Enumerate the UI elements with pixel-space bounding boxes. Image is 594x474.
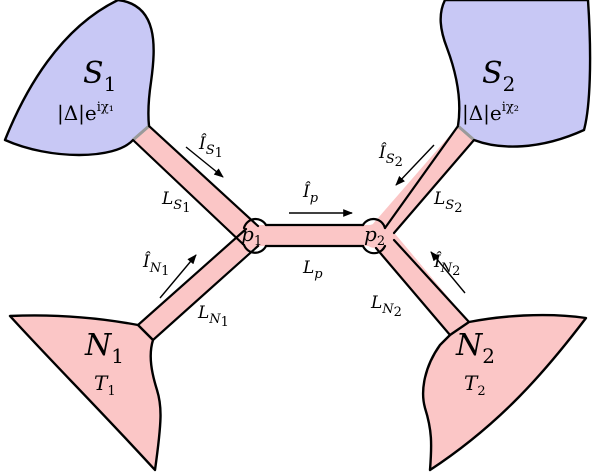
arrow-in2 [430,251,466,294]
reservoir-n2 [421,313,588,472]
label-s1-gap: |Δ|eiχ₁ [57,100,114,126]
label-t2: T2 [464,371,486,399]
label-p1: p1 [241,222,262,249]
label-is2: ÎS2 [378,142,403,170]
arrow-in1 [159,254,197,299]
node-p2-fill [363,224,387,248]
label-s1: S1 [83,56,116,96]
reservoir-s2 [439,0,592,148]
label-s2: S2 [482,56,515,96]
label-ip: Îp [302,181,319,206]
interface-s2 [457,124,475,142]
reservoir-s1 [3,0,155,157]
node-p1-fill [242,224,266,248]
label-in1: ÎN1 [142,251,169,279]
label-lp: Lp [302,258,323,282]
wire-n1-fill [138,228,260,340]
label-ln2: LN2 [370,293,402,320]
label-t1: T1 [94,371,116,399]
interface-s1 [132,124,150,142]
arrow-is1 [185,146,224,178]
label-ls1: LS1 [161,189,190,216]
label-ln1: LN1 [197,303,229,330]
label-is1: ÎS1 [198,133,223,161]
wire-p-fill [254,225,378,246]
wire-edges [131,124,476,342]
reservoir-n1 [8,314,162,472]
label-n1: N1 [84,328,124,368]
label-n2: N2 [455,328,495,368]
wire-s1-fill [133,126,262,245]
label-in2: ÎN2 [433,251,460,279]
label-p2: p2 [364,222,385,249]
wire-n2-fill [373,229,469,335]
label-s2-gap: |Δ|eiχ₂ [462,100,519,126]
arrow-is2 [395,144,435,186]
label-ls2: LS2 [433,189,462,216]
